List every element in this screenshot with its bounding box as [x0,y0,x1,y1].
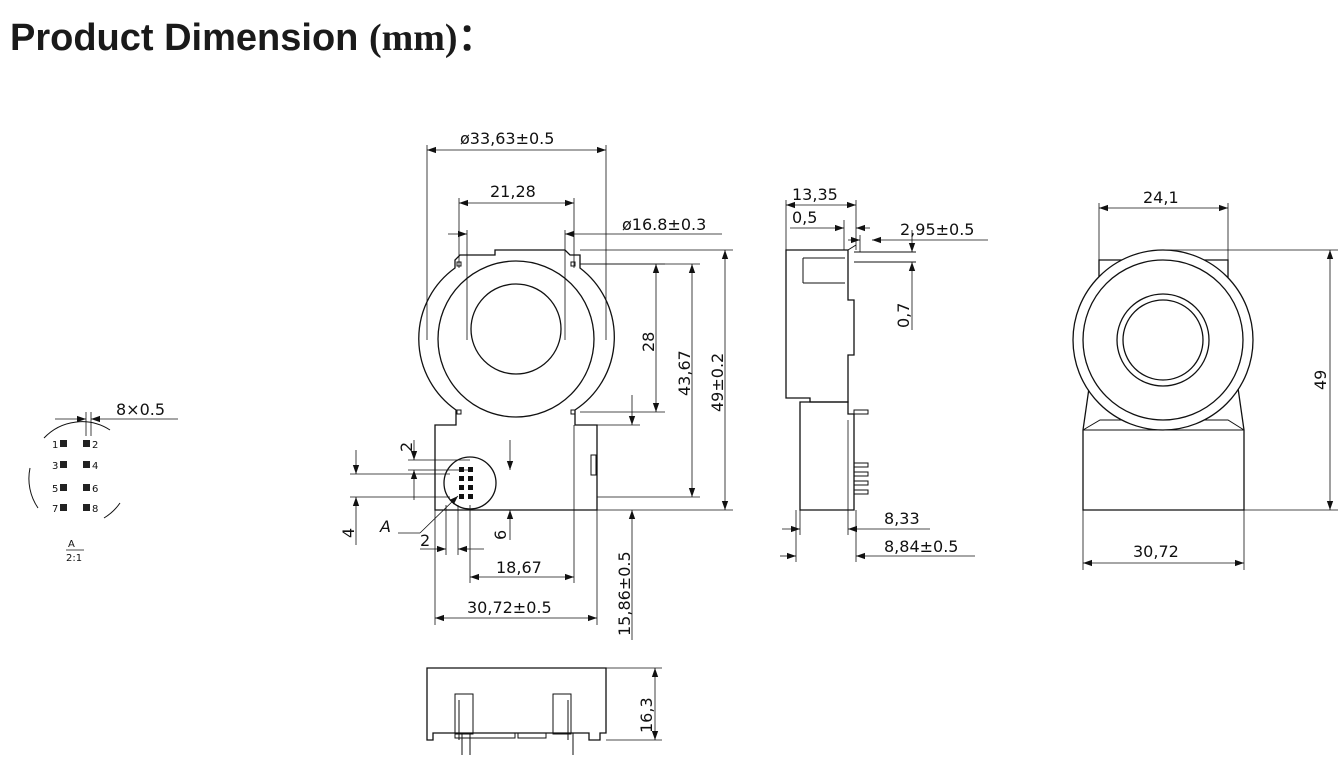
front-hole [470,283,562,375]
pin-label: 4 [92,461,98,472]
front-notch [456,409,462,415]
bottom-height-label: 16,3 [637,697,656,733]
front-notch [570,261,576,267]
side-view: 13,35 0,5 2,95±0.5 0,7 8,33 8,84±0.5 [780,185,988,562]
bottom-rail [454,732,516,739]
pin-detail-arc-left [28,467,39,509]
bottom-view: 16,3 [426,667,662,755]
pin-offset-h-label: 2 [420,531,430,550]
pin-detail-arc-right [103,502,121,519]
title-unit: (mm) [368,17,458,59]
overall-depth-label: 8,84±0.5 [884,537,958,556]
core-height-label: 28 [639,332,658,352]
side-pin [853,489,869,495]
base-width-label: 30,72±0.5 [467,598,552,617]
side-depth-label: 13,35 [792,185,838,204]
title-text: Product Dimension [10,17,359,59]
front-body-outline [418,249,615,511]
base-offset-label: 18,67 [496,558,542,577]
front-view: ø33,63±0.5 21,28 ø16.8±0.3 28 43,67 49±0… [339,129,733,640]
pitch-label: 8×0.5 [116,400,165,419]
pin-thickness-label: 0,7 [894,303,913,328]
pin-square [60,484,67,491]
detail-marker-label: A [379,517,391,536]
iso-height-label: 49 [1311,370,1330,390]
front-notch [570,409,576,415]
iso-inner-ring [1082,259,1244,421]
front-side-tab [590,454,597,476]
iso-view: 24,1 49 30,72 [1072,188,1338,570]
pin-detail-view: 8×0.5 1 2 3 4 5 6 7 8 A 2:1 [28,400,178,564]
base-height-label: 15,86±0.5 [615,551,634,636]
pin-square [83,484,90,491]
iso-hole-outer [1116,293,1210,387]
body-depth-label: 8,33 [884,509,920,528]
outer-diameter-label: ø33,63±0.5 [460,129,554,148]
side-pin [853,462,869,468]
pin-square [83,461,90,468]
iso-top-width-label: 24,1 [1143,188,1179,207]
pin-square [60,461,67,468]
pin-square [60,504,67,511]
side-pin [853,409,869,415]
bottom-slot [454,693,474,735]
pin-square [83,440,90,447]
pin-label: 6 [92,484,98,495]
detail-scale: 2:1 [66,553,82,564]
pin-label: 7 [52,504,58,515]
side-pin [853,480,869,486]
title-suffix: ： [457,17,496,59]
pin-label: 2 [92,440,98,451]
height-to-base-label: 43,67 [675,350,694,396]
pin-label: 8 [92,504,98,515]
detail-view-letter: A [68,539,75,550]
front-core-ring [437,260,595,418]
pin-label: 1 [52,440,58,451]
pin-depth-label: 6 [491,530,510,540]
iso-hole-inner [1122,299,1204,381]
pin-label: 5 [52,484,58,495]
pin-square [83,504,90,511]
side-upper-body [785,249,855,403]
detail-leader [419,495,459,534]
pin-square [60,440,67,447]
side-pin-top [847,244,857,251]
bottom-body-outline [426,667,607,741]
pin-detail-arc-top [43,421,111,439]
core-width-label: 21,28 [490,182,536,201]
side-lower-body [799,401,855,511]
front-connector [443,456,497,510]
side-pin [853,471,869,477]
total-height-label: 49±0.2 [708,353,727,412]
iso-base-width-label: 30,72 [1133,542,1179,561]
bottom-slot [552,693,572,735]
iso-outer-ring [1072,249,1254,431]
pin-label: 3 [52,461,58,472]
pin-offset-v-label: 4 [339,528,358,538]
page-title: Product Dimension (mm)： [10,6,496,61]
hole-diameter-label: ø16.8±0.3 [622,215,706,234]
pin-pitch-label: 2 [397,442,416,452]
flange-label: 0,5 [792,208,817,227]
pin-length-label: 2,95±0.5 [900,220,974,239]
bottom-rail [517,732,547,739]
